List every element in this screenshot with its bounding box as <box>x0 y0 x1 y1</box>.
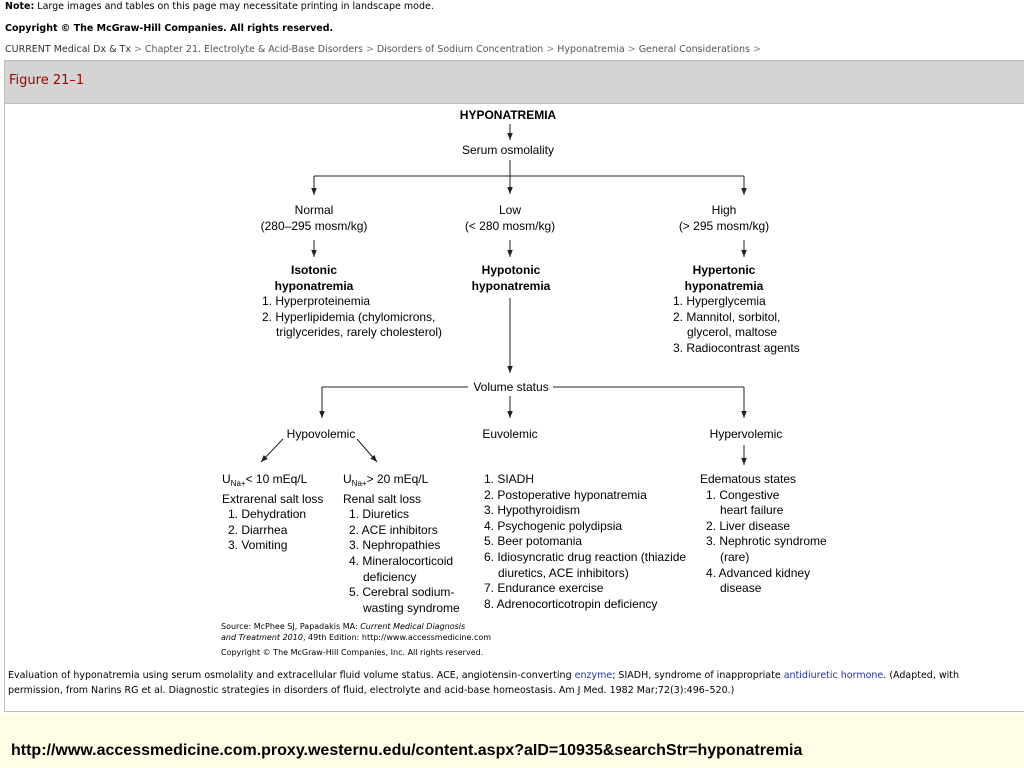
node-hyponatremia: HYPONATREMIA <box>459 108 557 122</box>
node-hypovolemic: Hypovolemic <box>286 427 356 441</box>
page-url: http://www.accessmedicine.com.proxy.west… <box>11 742 803 759</box>
link-enzyme[interactable]: enzyme <box>574 670 613 681</box>
note-label: Note: <box>5 1 35 12</box>
node-low: Low(< 280 mosm/kg) <box>464 203 556 233</box>
figure-title: Figure 21–1 <box>9 73 85 88</box>
url-footer-bar <box>0 714 1024 768</box>
extrarenal-loss-list: UNa+< 10 mEq/L Extrarenal salt loss 1. D… <box>222 472 324 553</box>
node-volume-status: Volume status <box>470 380 552 396</box>
hypervolemic-causes-list: Edematous states 1. Congestive heart fai… <box>700 472 827 596</box>
hypertonic-causes-list: 1. Hyperglycemia 2. Mannitol, sorbitol, … <box>673 294 800 355</box>
node-normal: Normal(280–295 mosm/kg) <box>260 203 368 233</box>
node-euvolemic: Euvolemic <box>482 427 538 441</box>
isotonic-causes-list: 1. Hyperproteinemia 2. Hyperlipidemia (c… <box>262 294 443 340</box>
breadcrumb-item-section[interactable]: Disorders of Sodium Concentration <box>376 44 544 55</box>
node-hypervolemic: Hypervolemic <box>709 427 783 441</box>
node-serum-osmolality: Serum osmolality <box>461 143 555 157</box>
source-line-1: Source: McPhee SJ, Papadakis MA: Current… <box>221 622 466 631</box>
node-high: High(> 295 mosm/kg) <box>678 203 770 233</box>
figure-caption: Evaluation of hyponatremia using serum o… <box>8 670 960 696</box>
breadcrumb: CURRENT Medical Dx & Tx>Chapter 21. Elec… <box>5 44 761 55</box>
breadcrumb-item-chapter[interactable]: Chapter 21. Electrolyte & Acid-Base Diso… <box>144 44 363 55</box>
euvolemic-causes-list: 1. SIADH 2. Postoperative hyponatremia 3… <box>484 472 687 611</box>
figure-header: Figure 21–1 <box>5 61 1024 104</box>
link-antidiuretic-hormone[interactable]: antidiuretic hormone <box>783 670 884 681</box>
note-text: Large images and tables on this page may… <box>37 1 434 12</box>
copyright-line: Copyright © The McGraw-Hill Companies. A… <box>5 23 334 34</box>
breadcrumb-item-subtopic[interactable]: General Considerations <box>638 44 750 55</box>
renal-loss-list: UNa+> 20 mEq/L Renal salt loss 1. Diuret… <box>343 472 460 615</box>
breadcrumb-item-topic[interactable]: Hyponatremia <box>557 44 625 55</box>
source-line-2: and Treatment 2010, 49th Edition: http:/… <box>221 633 492 642</box>
note-line: Note: Large images and tables on this pa… <box>5 1 434 12</box>
breadcrumb-item-book[interactable]: CURRENT Medical Dx & Tx <box>5 44 131 55</box>
source-copyright: Copyright © The McGraw-Hill Companies, I… <box>221 648 484 657</box>
